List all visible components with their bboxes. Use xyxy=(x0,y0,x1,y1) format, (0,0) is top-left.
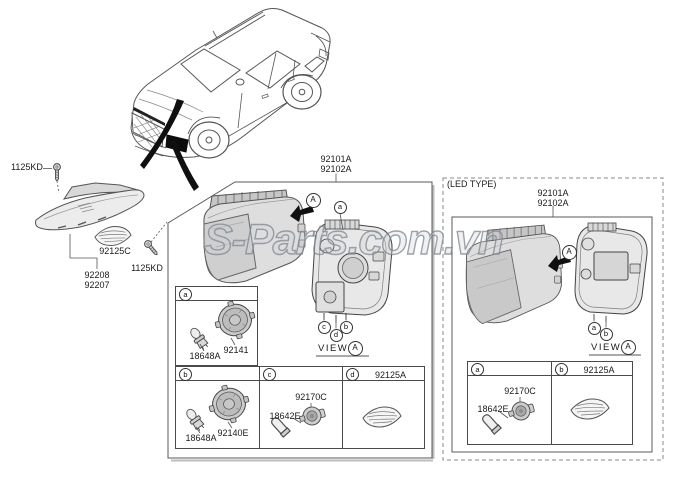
part-label-1125KD: 1125KD xyxy=(11,162,43,172)
callout-d-badge: d xyxy=(329,328,343,342)
callout-letter: d xyxy=(350,370,355,379)
part-label-92170C: 92170C xyxy=(295,392,327,402)
callout-b-badge: b xyxy=(555,363,568,376)
callout-b-badge: b xyxy=(339,320,353,334)
callout-a-badge: a xyxy=(333,200,347,214)
assembly-label-halogen: 92101A 92102A xyxy=(320,154,352,174)
led-assembly-box xyxy=(442,177,664,461)
part-label-18642E: 18642E xyxy=(477,404,509,414)
callout-c-badge: c xyxy=(317,320,331,334)
headlamp-trim-drawing xyxy=(35,182,145,231)
halogen-parts-table-cell-a: a xyxy=(175,286,258,366)
callout-letter: b xyxy=(559,365,564,374)
part-label-92102A: 92102A xyxy=(537,197,569,208)
part-label: 92125A xyxy=(374,369,407,380)
leader-lines-left xyxy=(43,168,168,269)
callout-letter: c xyxy=(267,370,272,379)
cell-a-header: a xyxy=(176,287,257,301)
callout-a-badge: a xyxy=(587,321,601,335)
callout-d-badge: d xyxy=(346,368,359,381)
callout-a-badge: a xyxy=(471,363,484,376)
view-ref-A-badge: A xyxy=(347,340,363,356)
callout-b-badge: b xyxy=(179,368,192,381)
callout-a-badge: a xyxy=(179,288,192,301)
led-type-label: (LED TYPE) xyxy=(447,179,497,189)
part-label-18648A: 18648A xyxy=(185,432,217,443)
assembly-label-led: 92101A 92102A xyxy=(537,188,569,208)
part-label-92101A: 92101A xyxy=(320,154,352,164)
led-callout-leaders xyxy=(589,314,641,356)
part-label-92101A: 92101A xyxy=(537,188,569,198)
part-label-92141: 92141 xyxy=(223,344,249,355)
led-headlamp-back-drawing xyxy=(574,222,648,322)
halogen-headlamp-front-drawing xyxy=(203,189,306,284)
callout-letter: a xyxy=(183,290,188,299)
pointer-swoosh-left xyxy=(140,99,184,169)
halogen-parts-table: b c d 92125A xyxy=(175,366,425,449)
part-label-92140E: 92140E xyxy=(217,427,249,438)
view-ref-A-badge: A xyxy=(620,339,636,355)
led-parts-table: a b 92125A xyxy=(467,361,633,445)
pointer-swoosh-right xyxy=(170,139,199,191)
halogen-headlamp-back-drawing xyxy=(311,219,393,323)
grommet-icon xyxy=(94,226,132,246)
table-cell-b: b xyxy=(176,367,259,448)
led-table-cell-b: b 92125A xyxy=(551,362,632,444)
callout-b-badge: b xyxy=(599,327,613,341)
screw-icon xyxy=(53,163,61,182)
part-label-92208: 92208 xyxy=(84,270,110,280)
part-label-92102A: 92102A xyxy=(320,163,352,174)
halogen-callout-leaders xyxy=(316,213,369,357)
halogen-assembly-box xyxy=(167,173,435,462)
led-table-cell-a: a xyxy=(468,362,551,444)
part-label-92208-92207: 92208 92207 xyxy=(84,270,110,290)
direction-arrow-icon xyxy=(290,205,314,222)
part-label-92207: 92207 xyxy=(84,279,110,290)
table-cell-d: d 92125A xyxy=(342,367,424,448)
part-label-18642E: 18642E xyxy=(269,410,301,421)
callout-letter: a xyxy=(475,365,480,374)
callout-letter: b xyxy=(183,370,188,379)
table-cell-c: c xyxy=(259,367,342,448)
cell-leader-ticks xyxy=(195,337,521,434)
view-ref-A-badge: A xyxy=(305,192,321,208)
part-label-92170C: 92170C xyxy=(504,386,536,396)
view-label: VIEW xyxy=(318,343,349,354)
part-label-92125C: 92125C xyxy=(99,246,131,256)
led-headlamp-front-drawing xyxy=(465,224,563,325)
car-illustration xyxy=(130,8,331,159)
part-label-1125KD: 1125KD xyxy=(131,263,163,273)
part-label: 92125A xyxy=(583,364,615,375)
part-label-18648A: 18648A xyxy=(189,350,221,361)
view-ref-A-badge: A xyxy=(561,244,577,260)
view-label: VIEW xyxy=(591,342,622,353)
callout-c-badge: c xyxy=(263,368,276,381)
